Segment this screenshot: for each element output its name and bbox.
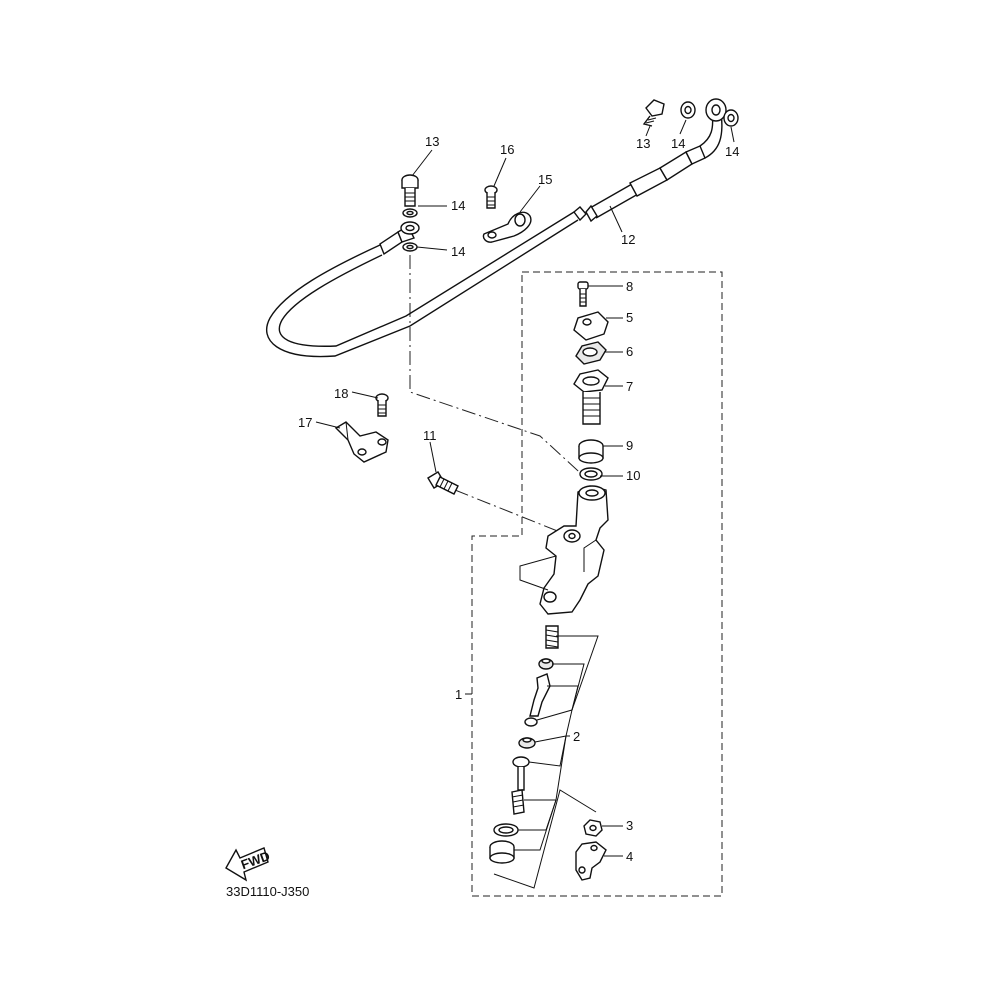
boot-seal [518, 737, 536, 749]
circlip [493, 823, 519, 837]
assembly-boundary [471, 271, 723, 897]
callout-9: 9 [626, 438, 633, 453]
callout-11: 11 [423, 428, 437, 443]
nut-3 [583, 819, 603, 837]
fwd-label: FWD [239, 848, 272, 872]
callout-3: 3 [626, 818, 633, 833]
leader-lines [315, 119, 735, 889]
callout-14-right-b: 14 [725, 144, 739, 159]
banjo-bolt-13-right [642, 99, 665, 127]
boot [489, 840, 515, 864]
callout-17: 17 [298, 415, 312, 430]
cup [538, 658, 554, 670]
fwd-arrow-icon: FWD [225, 847, 272, 882]
plate-6 [575, 341, 607, 365]
callout-10: 10 [626, 468, 640, 483]
bolt-18 [375, 393, 389, 417]
callout-8: 8 [626, 279, 633, 294]
callout-12: 12 [621, 232, 635, 247]
callout-5: 5 [626, 310, 633, 325]
master-cylinder-body [519, 485, 609, 615]
clevis-4 [575, 841, 607, 881]
callout-6: 6 [626, 344, 633, 359]
washer-14-upper-left [402, 208, 418, 218]
bolt-11 [427, 471, 459, 495]
bracket-17 [334, 421, 389, 463]
seal-9 [578, 439, 604, 464]
callout-4: 4 [626, 849, 633, 864]
callout-1: 1 [455, 687, 462, 702]
washer-14-lower-left [402, 242, 418, 252]
bolt-8 [577, 281, 589, 307]
piston [524, 673, 551, 727]
push-rod [511, 756, 530, 815]
centerline-banjo [409, 255, 589, 481]
callout-18: 18 [334, 386, 348, 401]
callout-14-lower-left: 14 [451, 244, 465, 259]
washer-14-right-b [723, 109, 739, 127]
banjo-bolt-13-left [401, 174, 419, 207]
hose-clamp-15 [482, 211, 532, 243]
centerline-bolt11 [454, 489, 561, 533]
callout-14-right-a: 14 [671, 136, 685, 151]
callout-13-left: 13 [425, 134, 439, 149]
spring [545, 625, 559, 649]
brake-hose [265, 98, 727, 358]
screw-16 [484, 185, 498, 209]
callout-7: 7 [626, 379, 633, 394]
circlip-10 [579, 467, 603, 481]
washer-14-right-a [680, 101, 696, 119]
callout-13-right: 13 [636, 136, 650, 151]
callout-16: 16 [500, 142, 514, 157]
diagram-code: 33D1110-J350 [226, 884, 309, 899]
callout-15: 15 [538, 172, 552, 187]
callout-2: 2 [573, 729, 580, 744]
callout-14-upper-left: 14 [451, 198, 465, 213]
cap-5 [573, 311, 609, 341]
diaphragm-7 [573, 369, 609, 425]
